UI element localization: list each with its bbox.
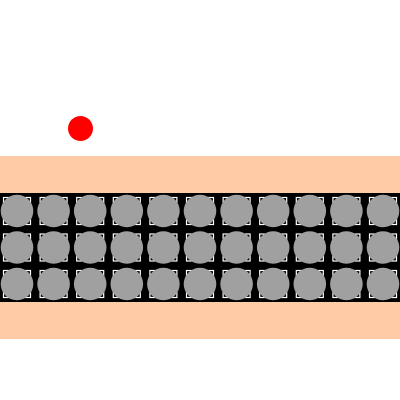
tire-icon — [0, 267, 34, 301]
tire-body — [37, 194, 70, 228]
tire-body — [293, 194, 327, 228]
tire-body — [293, 231, 327, 264]
tire-icon — [110, 267, 144, 301]
tire-icon — [147, 267, 180, 301]
tire-icon — [37, 267, 70, 301]
tire-icon — [110, 194, 144, 228]
tire-body — [256, 194, 290, 228]
tire-icon — [330, 194, 363, 228]
tire-body — [73, 231, 107, 264]
tire-icon — [0, 231, 34, 264]
tire-body — [293, 267, 327, 301]
tire-icon — [73, 194, 107, 228]
player-red-ball-icon[interactable] — [68, 116, 93, 141]
tire-body — [147, 194, 180, 228]
tire-icon — [256, 231, 290, 264]
tire-icon — [183, 194, 217, 228]
tire-icon — [366, 231, 400, 264]
tire-body — [366, 267, 400, 301]
tire-body — [73, 267, 107, 301]
tire-icon — [366, 267, 400, 301]
tire-body — [366, 194, 400, 228]
tire-body — [330, 267, 363, 301]
tire-body — [37, 231, 70, 264]
tire-body — [0, 267, 34, 301]
tire-icon — [293, 194, 327, 228]
tire-icon — [183, 231, 217, 264]
tire-icon — [147, 231, 180, 264]
tire-body — [330, 231, 363, 264]
tire-body — [220, 231, 253, 264]
tire-body — [183, 231, 217, 264]
tire-body — [220, 267, 253, 301]
tire-body — [220, 194, 253, 228]
tire-body — [147, 267, 180, 301]
tire-body — [147, 231, 180, 264]
tire-body — [256, 267, 290, 301]
tire-icon — [37, 194, 70, 228]
tire-body — [110, 194, 144, 228]
tire-icon — [256, 194, 290, 228]
tire-body — [73, 194, 107, 228]
tire-body — [0, 194, 34, 228]
tire-icon — [147, 194, 180, 228]
tire-icon — [330, 231, 363, 264]
tire-icon — [256, 267, 290, 301]
tire-field — [0, 194, 400, 301]
tire-body — [37, 267, 70, 301]
tire-icon — [330, 267, 363, 301]
tire-icon — [110, 231, 144, 264]
tire-body — [330, 194, 363, 228]
tire-body — [183, 194, 217, 228]
tire-icon — [366, 194, 400, 228]
tire-body — [256, 231, 290, 264]
tire-body — [366, 231, 400, 264]
tire-icon — [73, 231, 107, 264]
tire-body — [110, 231, 144, 264]
tire-icon — [220, 267, 253, 301]
tire-icon — [293, 267, 327, 301]
tire-body — [0, 231, 34, 264]
tire-icon — [73, 267, 107, 301]
tire-icon — [293, 231, 327, 264]
tire-icon — [183, 267, 217, 301]
sidewalk-bottom — [0, 302, 400, 339]
tire-body — [183, 267, 217, 301]
tire-body — [110, 267, 144, 301]
sidewalk-top — [0, 156, 400, 193]
tire-icon — [37, 231, 70, 264]
tire-icon — [0, 194, 34, 228]
tire-icon — [220, 194, 253, 228]
tire-icon — [220, 231, 253, 264]
